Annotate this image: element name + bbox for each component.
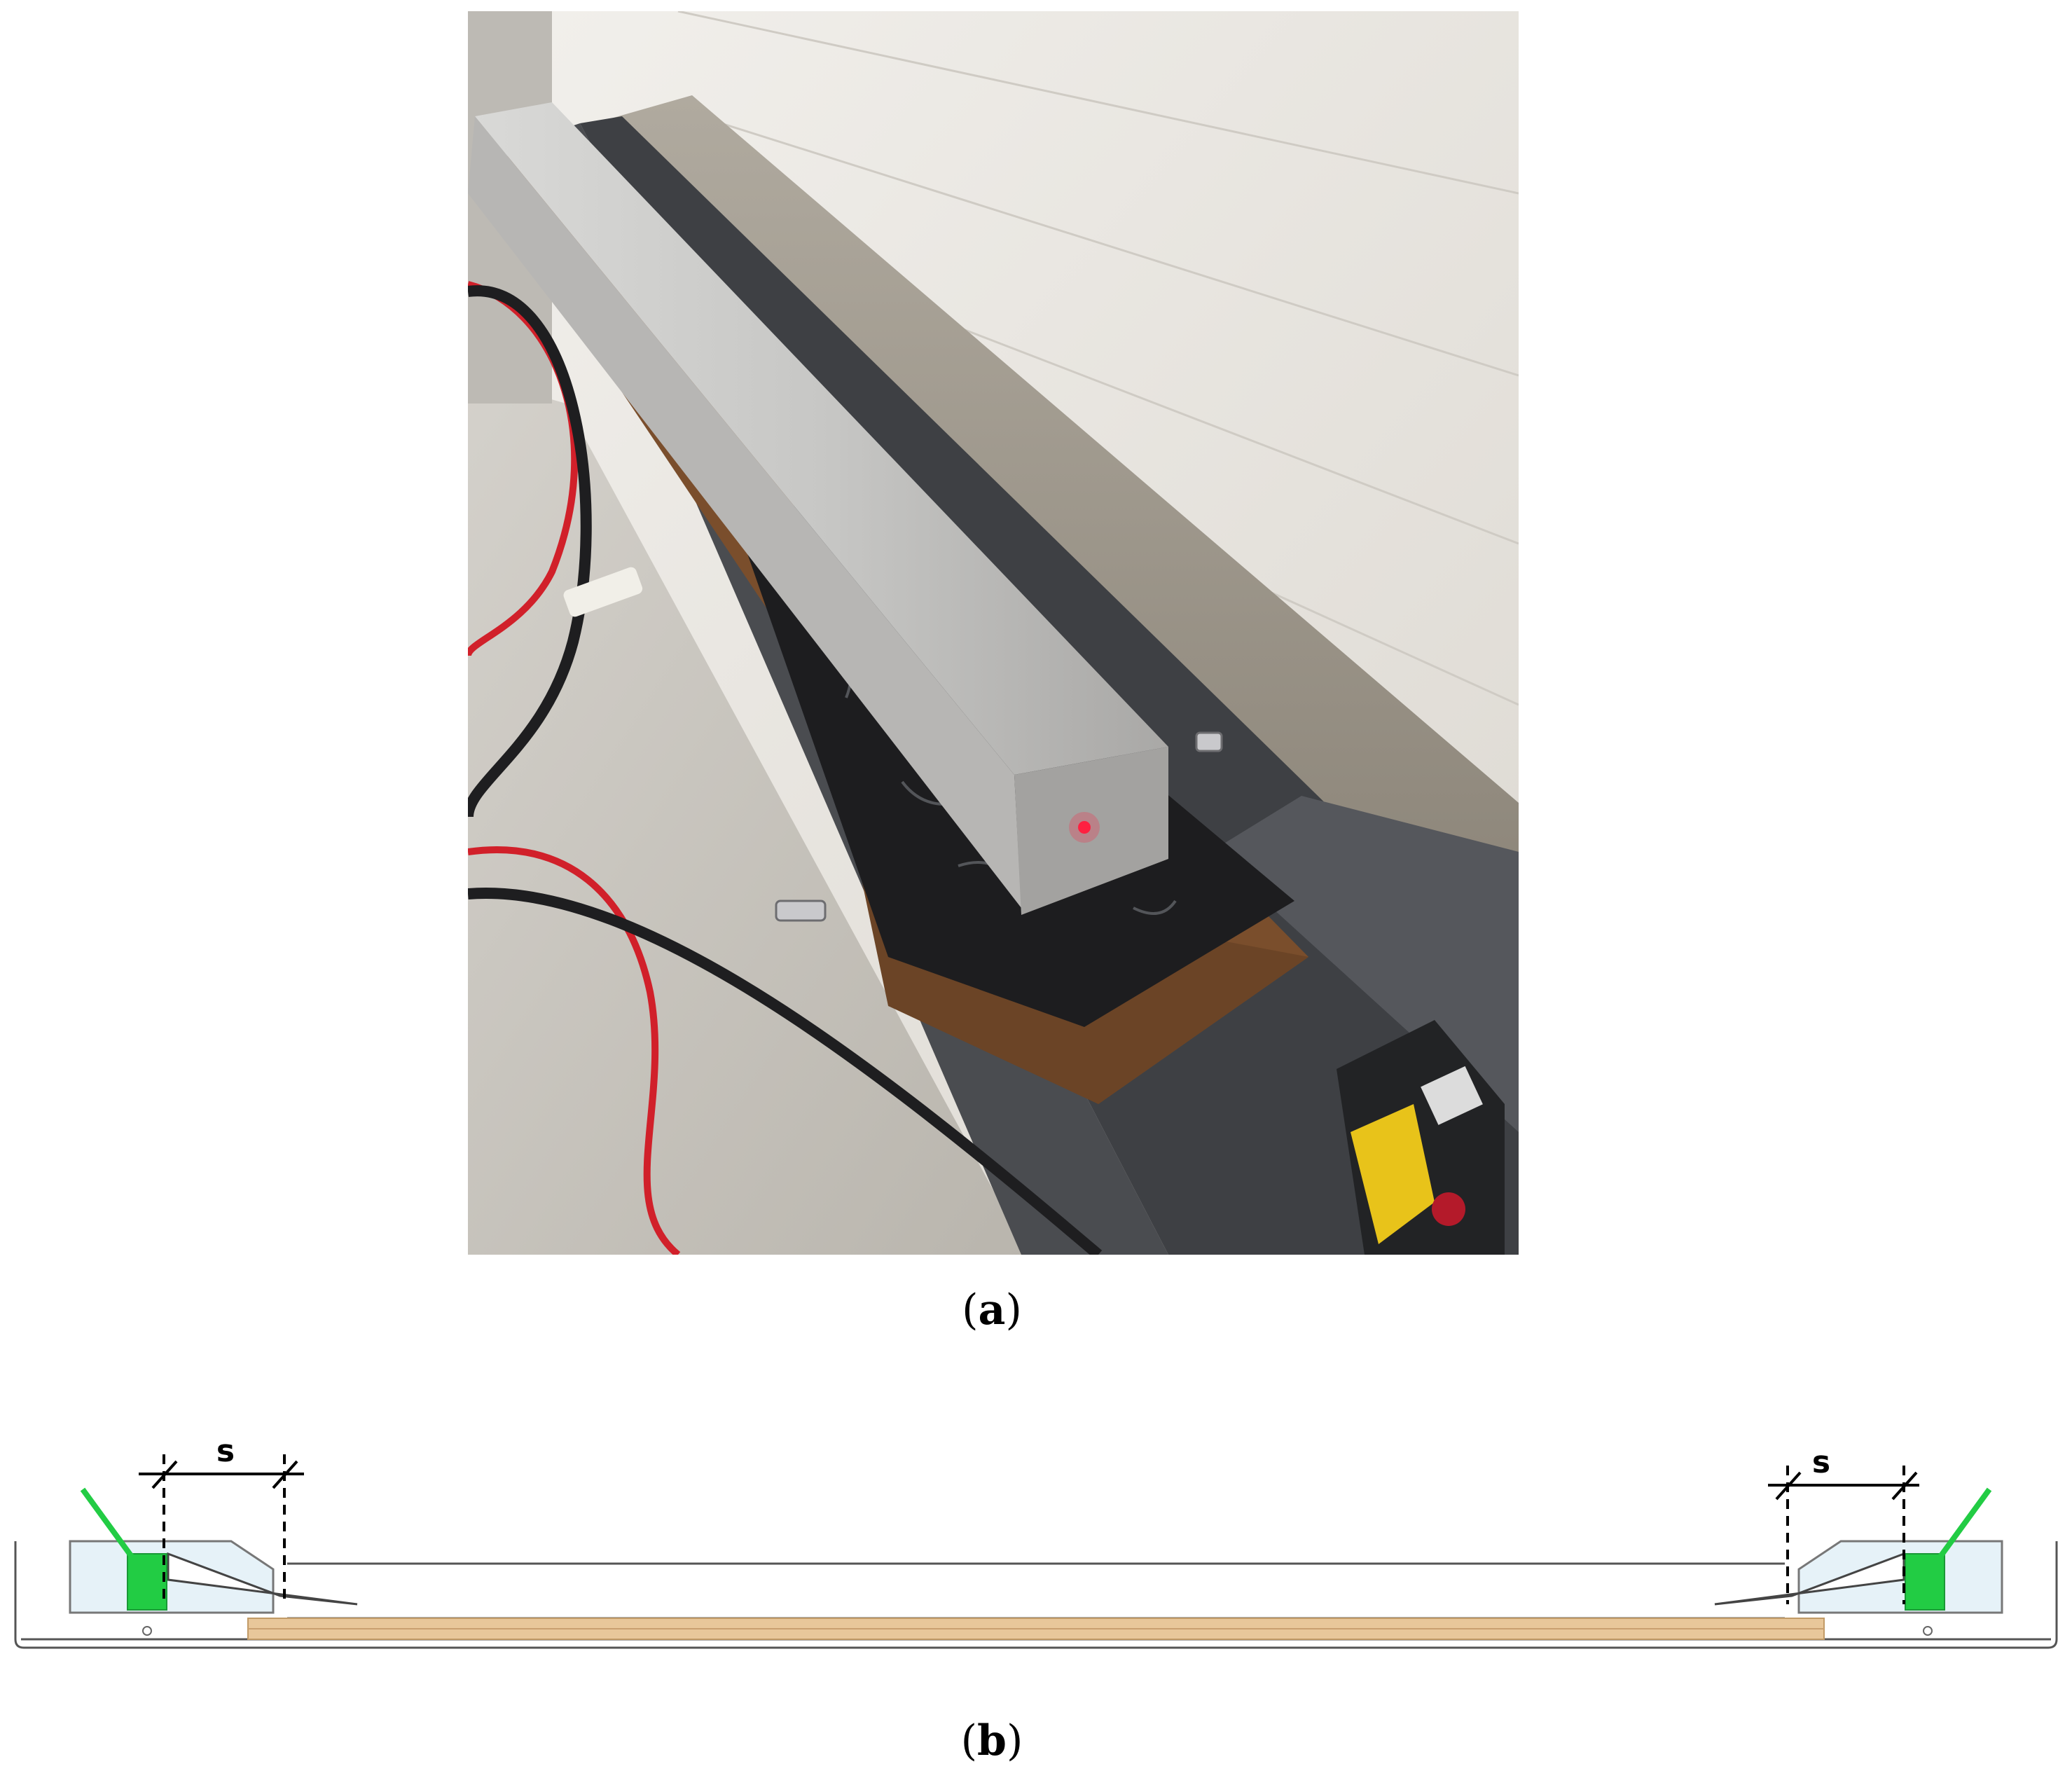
left-dimension-label: s	[216, 1433, 235, 1469]
right-sensor-green	[1905, 1553, 1945, 1611]
concrete-beam-end	[1014, 747, 1168, 915]
photo-panel-a	[462, 10, 1519, 1260]
laser-spot	[1078, 821, 1091, 834]
right-laser-ray	[1938, 1487, 1992, 1559]
left-wedge	[167, 1552, 358, 1606]
left-dimension	[139, 1454, 304, 1604]
caption-panel-a: (a)	[887, 1286, 1097, 1335]
left-sensor-green	[127, 1553, 167, 1611]
right-housing-hole	[1923, 1626, 1933, 1636]
photo-illustration	[462, 10, 1519, 1260]
right-dimension	[1768, 1466, 1919, 1604]
floor	[594, 95, 1519, 873]
concrete-beam-side	[468, 116, 1021, 908]
technical-drawing: s s	[14, 1433, 2058, 1649]
zip-tie	[563, 567, 643, 617]
caption-close-paren: )	[1005, 1286, 1022, 1335]
caption-letter: a	[978, 1286, 1006, 1335]
caption-close-paren: )	[1006, 1716, 1023, 1765]
left-housing-hole	[142, 1626, 152, 1636]
right-dimension-label: s	[1812, 1445, 1830, 1480]
laser-sensor-device	[1337, 1020, 1505, 1255]
concrete-beam-top	[475, 102, 1168, 775]
drawing-panel-b: s s	[0, 1429, 2072, 1695]
caption-panel-b: (b)	[887, 1716, 1097, 1765]
bolts	[775, 731, 1223, 922]
caption-open-paren: (	[962, 1286, 979, 1335]
left-laser-ray	[80, 1487, 134, 1559]
laser-glow	[1069, 812, 1100, 843]
caption-open-paren: (	[960, 1716, 978, 1765]
caption-letter: b	[977, 1716, 1007, 1765]
